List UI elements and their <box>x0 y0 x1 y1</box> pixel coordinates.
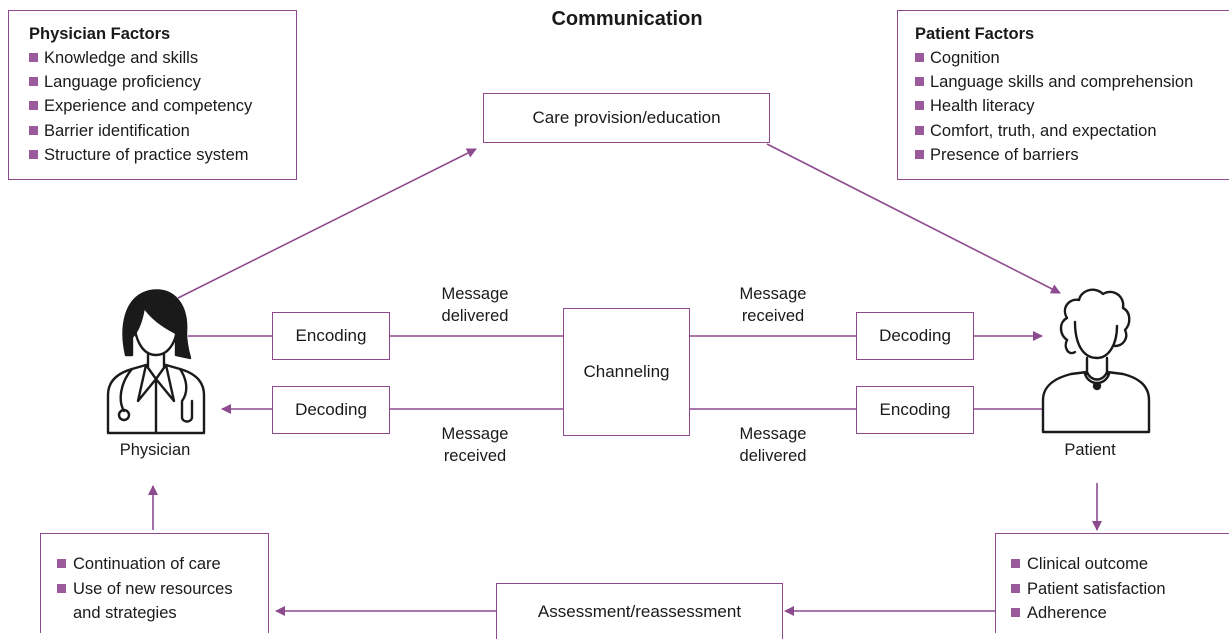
physician-factor-item: Structure of practice system <box>29 143 296 167</box>
patient-factors-heading: Patient Factors <box>915 25 1035 43</box>
outcome-item: Clinical outcome <box>1011 552 1229 577</box>
physician-factor-item: Knowledge and skills <box>29 46 296 70</box>
patient-factor-item: Health literacy <box>915 94 1229 118</box>
patient-icon <box>1041 288 1151 434</box>
patient-factor-item: Language skills and comprehension <box>915 70 1229 94</box>
outcome-item: Patient satisfaction <box>1011 577 1229 602</box>
patient-factors-list: Cognition Language skills and comprehens… <box>915 46 1229 167</box>
care-provision-box: Care provision/education <box>483 93 770 143</box>
physician-factors-heading: Physician Factors <box>29 25 171 43</box>
physician-icon <box>106 289 206 435</box>
continuation-list: Continuation of care Use of new resource… <box>57 552 268 626</box>
physician-factors-list: Knowledge and skills Language proficienc… <box>29 46 296 167</box>
patient-decoding-box: Decoding <box>856 312 974 360</box>
physician-decoding-box: Decoding <box>272 386 390 434</box>
continuation-item: Continuation of care <box>57 552 268 577</box>
patient-label: Patient <box>1064 441 1116 459</box>
physician-factors-box: Physician Factors Knowledge and skills L… <box>8 10 297 180</box>
patient-factor-item: Cognition <box>915 46 1229 70</box>
physician-factor-item: Experience and competency <box>29 94 296 118</box>
patient-factor-item: Presence of barriers <box>915 143 1229 167</box>
continuation-item: Use of new resources and strategies <box>57 577 263 626</box>
channeling-box: Channeling <box>563 308 690 436</box>
arrow-care-to-patient <box>766 143 1061 294</box>
assessment-box: Assessment/reassessment <box>496 583 783 639</box>
patient-factor-item: Comfort, truth, and expectation <box>915 119 1229 143</box>
arrow-physician-to-care <box>177 148 477 299</box>
patient-encoding-box: Encoding <box>856 386 974 434</box>
outcomes-list: Clinical outcome Patient satisfaction Ad… <box>1011 552 1229 626</box>
physician-factor-item: Barrier identification <box>29 119 296 143</box>
physician-label: Physician <box>119 441 191 459</box>
outcomes-box: Clinical outcome Patient satisfaction Ad… <box>995 533 1229 633</box>
physician-encoding-box: Encoding <box>272 312 390 360</box>
physician-factor-item: Language proficiency <box>29 70 296 94</box>
continuation-box: Continuation of care Use of new resource… <box>40 533 269 633</box>
patient-factors-box: Patient Factors Cognition Language skill… <box>897 10 1229 180</box>
diagram-title: Communication <box>551 8 703 30</box>
outcome-item: Adherence <box>1011 601 1229 626</box>
